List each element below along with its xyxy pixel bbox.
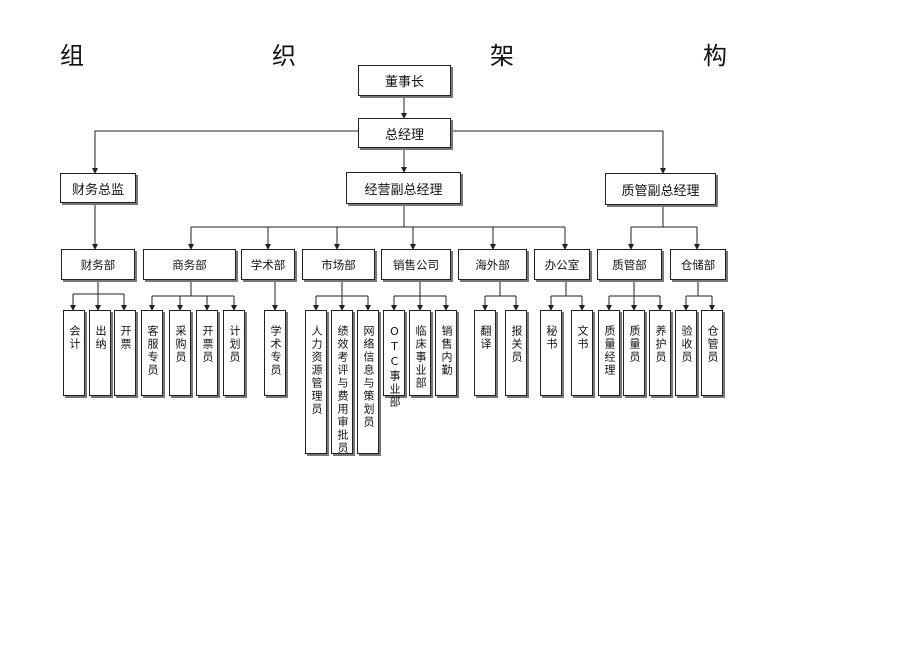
position-label: 网络信息与策划员: [362, 325, 375, 429]
title-char-4: 构: [703, 42, 727, 70]
dept-sales-company: 销售公司: [381, 249, 451, 280]
position-label: 文书: [576, 325, 589, 351]
position-label: 计划员: [228, 325, 241, 364]
position-label: 学术专员: [269, 325, 282, 377]
position-label: 验收员: [680, 325, 693, 364]
operations-vp-box: 经营副总经理: [346, 172, 461, 204]
position-qa-officer: 质量员: [623, 310, 645, 396]
dept-academic: 学术部: [241, 249, 295, 280]
position-label: 报关员: [510, 325, 523, 364]
position-purchasing: 采购员: [169, 310, 191, 396]
position-network: 网络信息与策划员: [357, 310, 379, 454]
position-label: 开票: [119, 325, 132, 351]
position-label: 翻译: [479, 325, 492, 351]
title-char-1: 组: [60, 42, 84, 70]
position-label: 客服专员: [146, 325, 159, 377]
chairman-box: 董事长: [358, 65, 451, 96]
position-cashier: 出纳: [89, 310, 111, 396]
position-customer-service: 客服专员: [141, 310, 163, 396]
dept-commerce: 商务部: [143, 249, 236, 280]
position-translation: 翻译: [474, 310, 496, 396]
position-performance: 绩效考评与费用审批员: [331, 310, 353, 455]
position-warehouse: 仓管员: [701, 310, 723, 396]
position-label: 销售内勤: [440, 325, 453, 377]
position-maintenance: 养护员: [649, 310, 671, 396]
general-manager-box: 总经理: [358, 118, 451, 148]
dept-marketing: 市场部: [302, 249, 375, 280]
position-academic-specialist: 学术专员: [264, 310, 286, 396]
quality-vp-box: 质管副总经理: [605, 173, 716, 205]
position-clinical: 临床事业部: [409, 310, 431, 396]
position-label: 质量员: [628, 325, 641, 364]
position-label: 临床事业部: [414, 325, 427, 390]
position-hr-manager: 人力资源管理员: [305, 310, 327, 454]
title-char-2: 织: [272, 42, 296, 70]
position-label: 质量经理: [603, 325, 616, 377]
position-planner: 计划员: [223, 310, 245, 396]
position-sales-internal: 销售内勤: [435, 310, 457, 396]
position-customs: 报关员: [505, 310, 527, 396]
dept-office: 办公室: [534, 249, 590, 280]
position-label: 人力资源管理员: [310, 325, 323, 416]
dept-overseas: 海外部: [458, 249, 527, 280]
position-accounting: 会计: [63, 310, 85, 396]
position-documents: 文书: [571, 310, 593, 396]
position-label: 绩效考评与费用审批员: [336, 325, 349, 455]
position-otc: OTC事业部: [383, 310, 405, 409]
position-qa-manager: 质量经理: [598, 310, 620, 396]
position-label: 出纳: [94, 325, 107, 351]
dept-storage: 仓储部: [670, 249, 726, 280]
position-label: 采购员: [174, 325, 187, 364]
position-label: 开票员: [201, 325, 214, 364]
dept-quality: 质管部: [597, 249, 662, 280]
position-invoicing: 开票: [114, 310, 136, 396]
position-inspection: 验收员: [675, 310, 697, 396]
position-label: 秘书: [545, 325, 558, 351]
position-label: OTC事业部: [388, 325, 401, 409]
dept-finance: 财务部: [61, 249, 135, 280]
title-char-3: 架: [490, 42, 514, 70]
position-secretary: 秘书: [540, 310, 562, 396]
finance-director-box: 财务总监: [60, 173, 136, 203]
position-label: 仓管员: [706, 325, 719, 364]
position-invoicer: 开票员: [196, 310, 218, 396]
position-label: 养护员: [654, 325, 667, 364]
position-label: 会计: [68, 325, 81, 351]
